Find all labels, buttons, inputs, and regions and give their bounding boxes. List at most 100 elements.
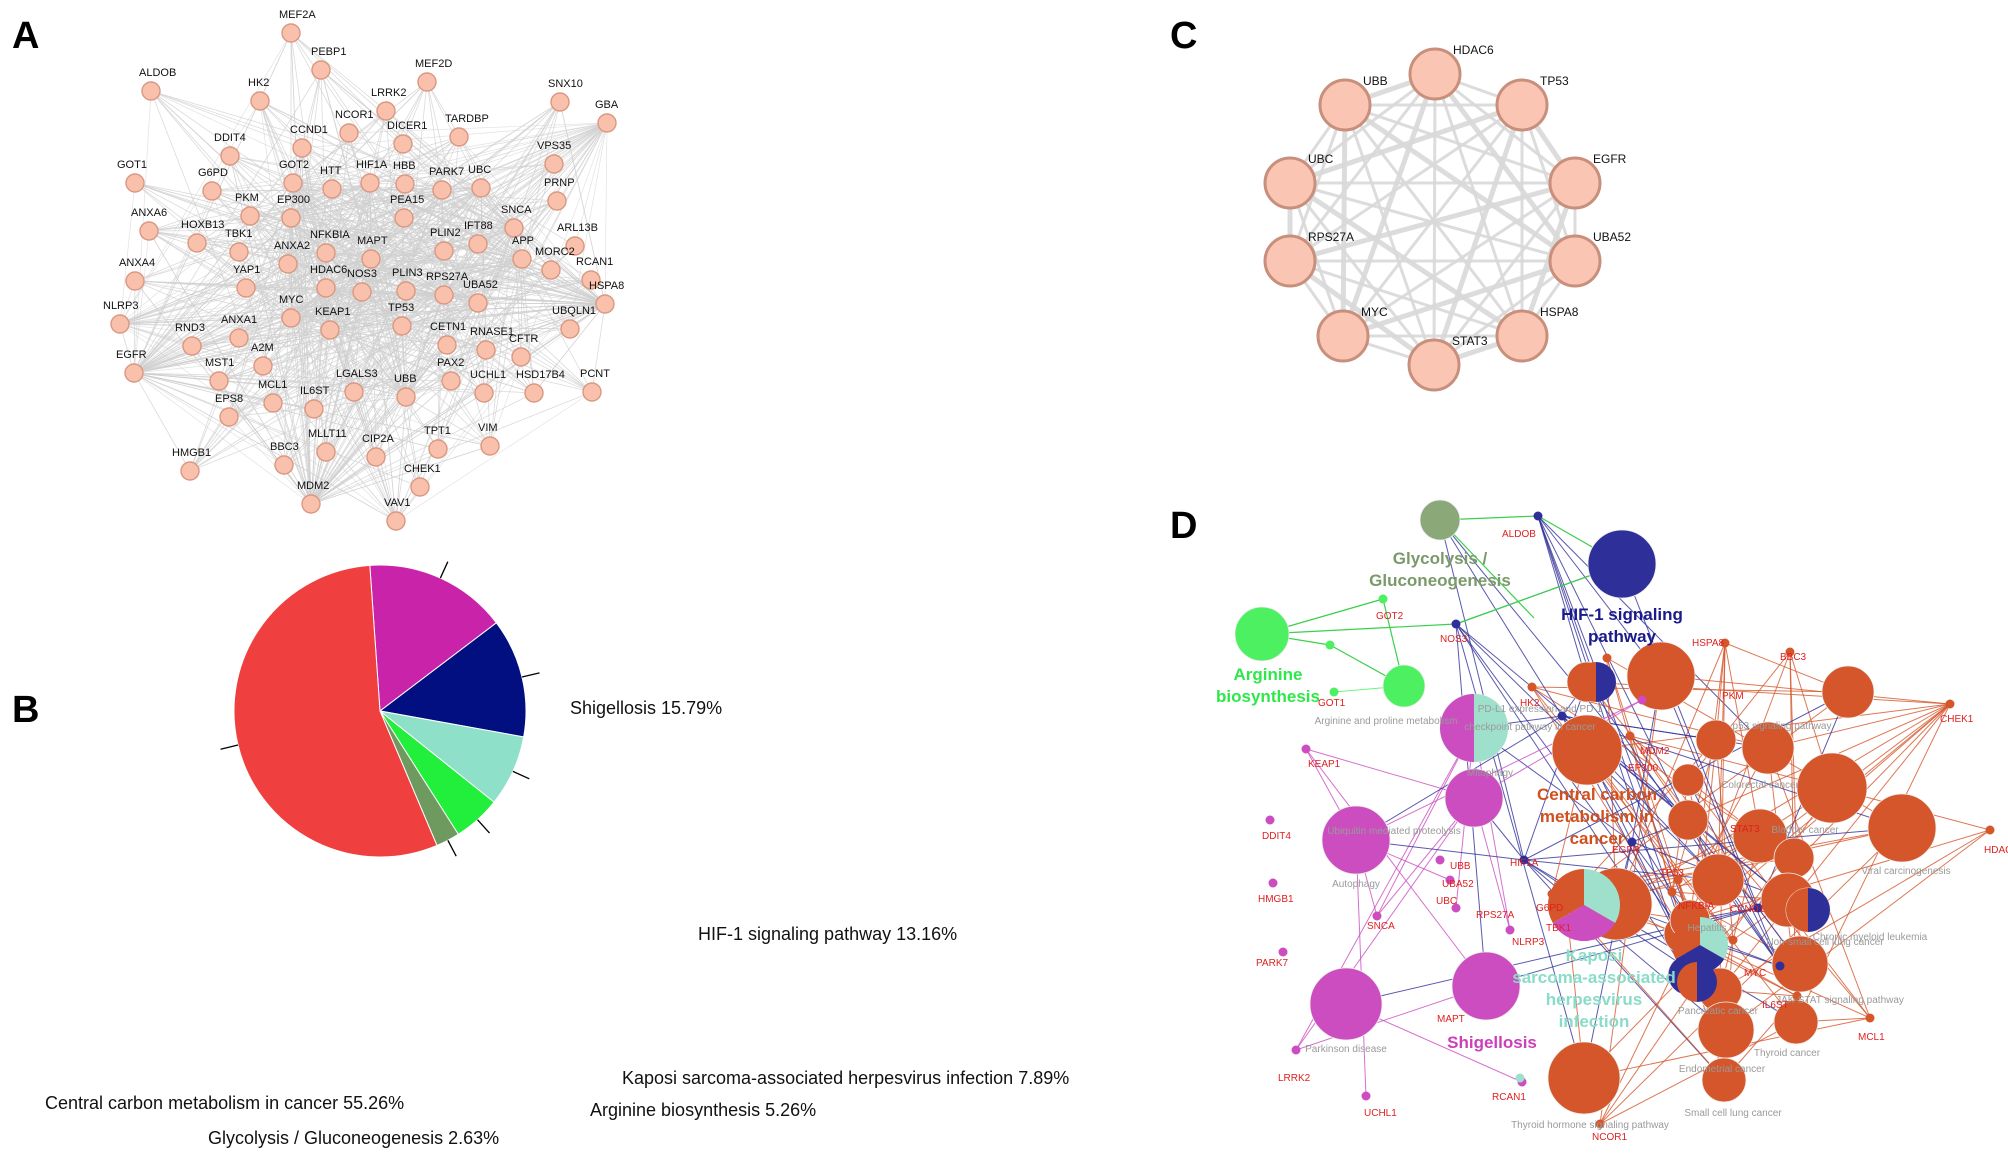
cluego-gene-node	[1278, 947, 1288, 957]
hub-node-hdac6	[1408, 47, 1462, 101]
ppi-node-label-anxa4: ANXA4	[119, 257, 155, 269]
ppi-edge	[325, 287, 403, 327]
ppi-node-label-rcan1: RCAN1	[576, 256, 613, 268]
ppi-edge	[133, 372, 439, 450]
cluego-edge	[1715, 739, 1734, 941]
ppi-edge	[310, 445, 491, 505]
ppi-edge	[133, 287, 327, 374]
cluego-gene-node	[1445, 875, 1455, 885]
cluego-group-label-glycolysis-gluconeogenesis-0: Glycolysis /	[1393, 549, 1488, 568]
ppi-edge	[134, 280, 292, 319]
ppi-node-label-mst1: MST1	[205, 357, 234, 369]
ppi-edge	[119, 32, 292, 325]
ppi-edge	[446, 303, 606, 346]
cluego-gene-node	[1533, 511, 1543, 521]
cluego-gene-node	[1301, 744, 1311, 754]
cluego-term-node	[1451, 951, 1521, 1021]
ppi-edge	[290, 317, 312, 505]
ppi-node-cftr	[511, 347, 531, 367]
ppi-node-label-arl13b: ARL13B	[557, 222, 598, 234]
ppi-node-cip2a	[366, 447, 386, 467]
ppi-node-mdm2	[301, 494, 321, 514]
hub-node-label-hspa8: HSPA8	[1540, 305, 1579, 319]
cluego-edge	[1537, 515, 1588, 683]
cluego-term-node	[1671, 763, 1705, 797]
cluego-gene-node	[1451, 903, 1461, 913]
ppi-edge	[211, 182, 294, 192]
ppi-node-vav1	[386, 511, 406, 531]
ppi-node-ubc	[471, 178, 491, 198]
cluego-gene-node	[1865, 1013, 1875, 1023]
ppi-node-rcan1	[581, 270, 601, 290]
ppi-node-lgals3	[344, 382, 364, 402]
ppi-node-dicer1	[393, 134, 413, 154]
hub-gene-panel-c: HDAC6TP53EGFRUBA52HSPA8STAT3MYCRPS27AUBC…	[1263, 43, 1631, 392]
ppi-edge	[283, 258, 523, 466]
ppi-node-label-pebp1: PEBP1	[311, 46, 346, 58]
ppi-node-label-hdac6: HDAC6	[310, 264, 347, 276]
pie-leader-glycolysis-gluconeogenesis	[447, 839, 457, 857]
cluego-edge	[1537, 515, 1691, 921]
cluego-group-label-hif-1-signaling-pathway-0: HIF-1 signaling	[1561, 605, 1683, 624]
ppi-edge	[211, 190, 312, 505]
cluego-gene-node	[1985, 825, 1995, 835]
ppi-edge	[133, 325, 403, 374]
ppi-node-label-hsd17b4: HSD17B4	[516, 369, 565, 381]
ppi-node-label-rnd3: RND3	[175, 322, 205, 334]
hub-edge	[1342, 258, 1576, 339]
cluego-group-label-central-carbon-metabolism-in-cancer-0: Central carbon	[1537, 785, 1657, 804]
cluego-gene-label-hdac6: HDAC6	[1984, 845, 2008, 856]
ppi-node-pcnt	[582, 382, 602, 402]
cluego-gene-node	[1265, 815, 1275, 825]
ppi-node-nlrp3	[110, 314, 130, 334]
cluego-pancreatic-node-right	[1697, 962, 1717, 1002]
ppi-node-rps27a	[434, 285, 454, 305]
hub-node-label-tp53: TP53	[1540, 74, 1569, 88]
ppi-edge	[238, 251, 397, 522]
cluego-gene-node	[1595, 1119, 1605, 1129]
cluego-group-label-hif-1-signaling-pathway-1: pathway	[1588, 627, 1657, 646]
cluego-edge	[1523, 681, 1588, 861]
ppi-node-label-rnase1: RNASE1	[470, 326, 514, 338]
ppi-edge	[189, 182, 294, 472]
ppi-node-label-ep300: EP300	[277, 194, 310, 206]
cluego-gene-node	[1720, 638, 1730, 648]
ppi-edge	[513, 227, 592, 281]
ppi-node-label-plin3: PLIN3	[392, 267, 423, 279]
cluego-term-label-pancreatic-cancer: Pancreatic cancer	[1678, 1006, 1759, 1017]
ppi-node-prnp	[547, 191, 567, 211]
ppi-node-label-prnp: PRNP	[544, 177, 575, 189]
cluego-term-label-non-small-cell-lung-cancer: Non-small cell lung cancer	[1766, 937, 1884, 948]
ppi-node-hspa8	[595, 294, 615, 314]
ppi-node-label-eps8: EPS8	[215, 393, 243, 405]
ppi-node-label-uba52: UBA52	[463, 279, 498, 291]
hub-edge	[1289, 259, 1523, 338]
ppi-edge	[119, 323, 355, 393]
hub-edge	[1288, 258, 1436, 368]
ppi-node-label-rps27a: RPS27A	[426, 271, 469, 283]
ppi-edge	[218, 182, 371, 382]
ppi-edge	[249, 122, 608, 217]
cluego-term-node	[1234, 606, 1290, 662]
cluego-term-label-ubiquitin-mediated-proteolysis: Ubiquitin mediated proteolysis	[1327, 826, 1460, 837]
ppi-edge	[218, 122, 608, 382]
ppi-node-mllt11	[316, 442, 336, 462]
ppi-edge	[310, 122, 608, 505]
ppi-node-nfkbia	[316, 243, 336, 263]
ppi-edge	[290, 182, 294, 319]
cluego-term-node	[1732, 808, 1788, 864]
cluego-term-label-colorectal-cancer: Colorectal cancer	[1721, 780, 1799, 791]
ppi-node-anxa4	[125, 271, 145, 291]
cluego-kaposi-node-aqua	[1584, 869, 1620, 923]
hub-node-label-myc: MYC	[1361, 305, 1388, 319]
cluego-edge	[1305, 748, 1487, 987]
ppi-edge	[290, 317, 397, 522]
ppi-edge	[441, 189, 571, 330]
pie-slice-central-carbon-metabolism-in-cancer	[233, 564, 438, 858]
ppi-edge	[228, 303, 606, 418]
ppi-edge	[119, 323, 397, 522]
hub-node-egfr	[1548, 156, 1602, 210]
ppi-edges	[119, 32, 608, 522]
hub-node-myc	[1316, 309, 1370, 363]
